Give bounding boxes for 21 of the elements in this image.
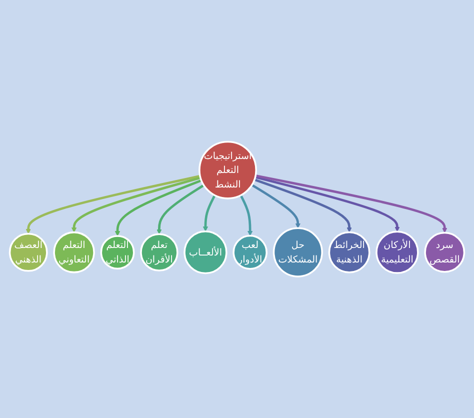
- circle-node: تعلم الأقران: [140, 233, 178, 272]
- circle-node: لعب الأدوار: [232, 234, 268, 270]
- circle-node: العصف الذهني: [8, 232, 48, 272]
- arrow: [255, 174, 448, 233]
- arrow: [254, 178, 352, 232]
- arrow: [202, 194, 216, 232]
- circle-node: التعلم الذاتي: [100, 234, 135, 270]
- circle-node: استراتيجيات التعلم النشط: [198, 140, 258, 200]
- circle-node: الأركان التعليمية: [376, 230, 419, 274]
- arrow: [156, 184, 204, 234]
- arrow: [240, 194, 253, 236]
- circle-node: سرد القصص: [424, 232, 466, 273]
- arrow: [251, 184, 301, 228]
- arrow: [26, 174, 200, 234]
- arrow: [114, 179, 202, 236]
- arrow: [71, 176, 201, 232]
- circle-node: الخرائط الذهنية: [328, 231, 370, 274]
- circle-node: التعلم التعاوني: [53, 231, 95, 274]
- circle-node: حل المشكلات: [272, 227, 323, 278]
- circle-node: الألعــاب: [184, 230, 228, 274]
- arrow: [254, 176, 400, 232]
